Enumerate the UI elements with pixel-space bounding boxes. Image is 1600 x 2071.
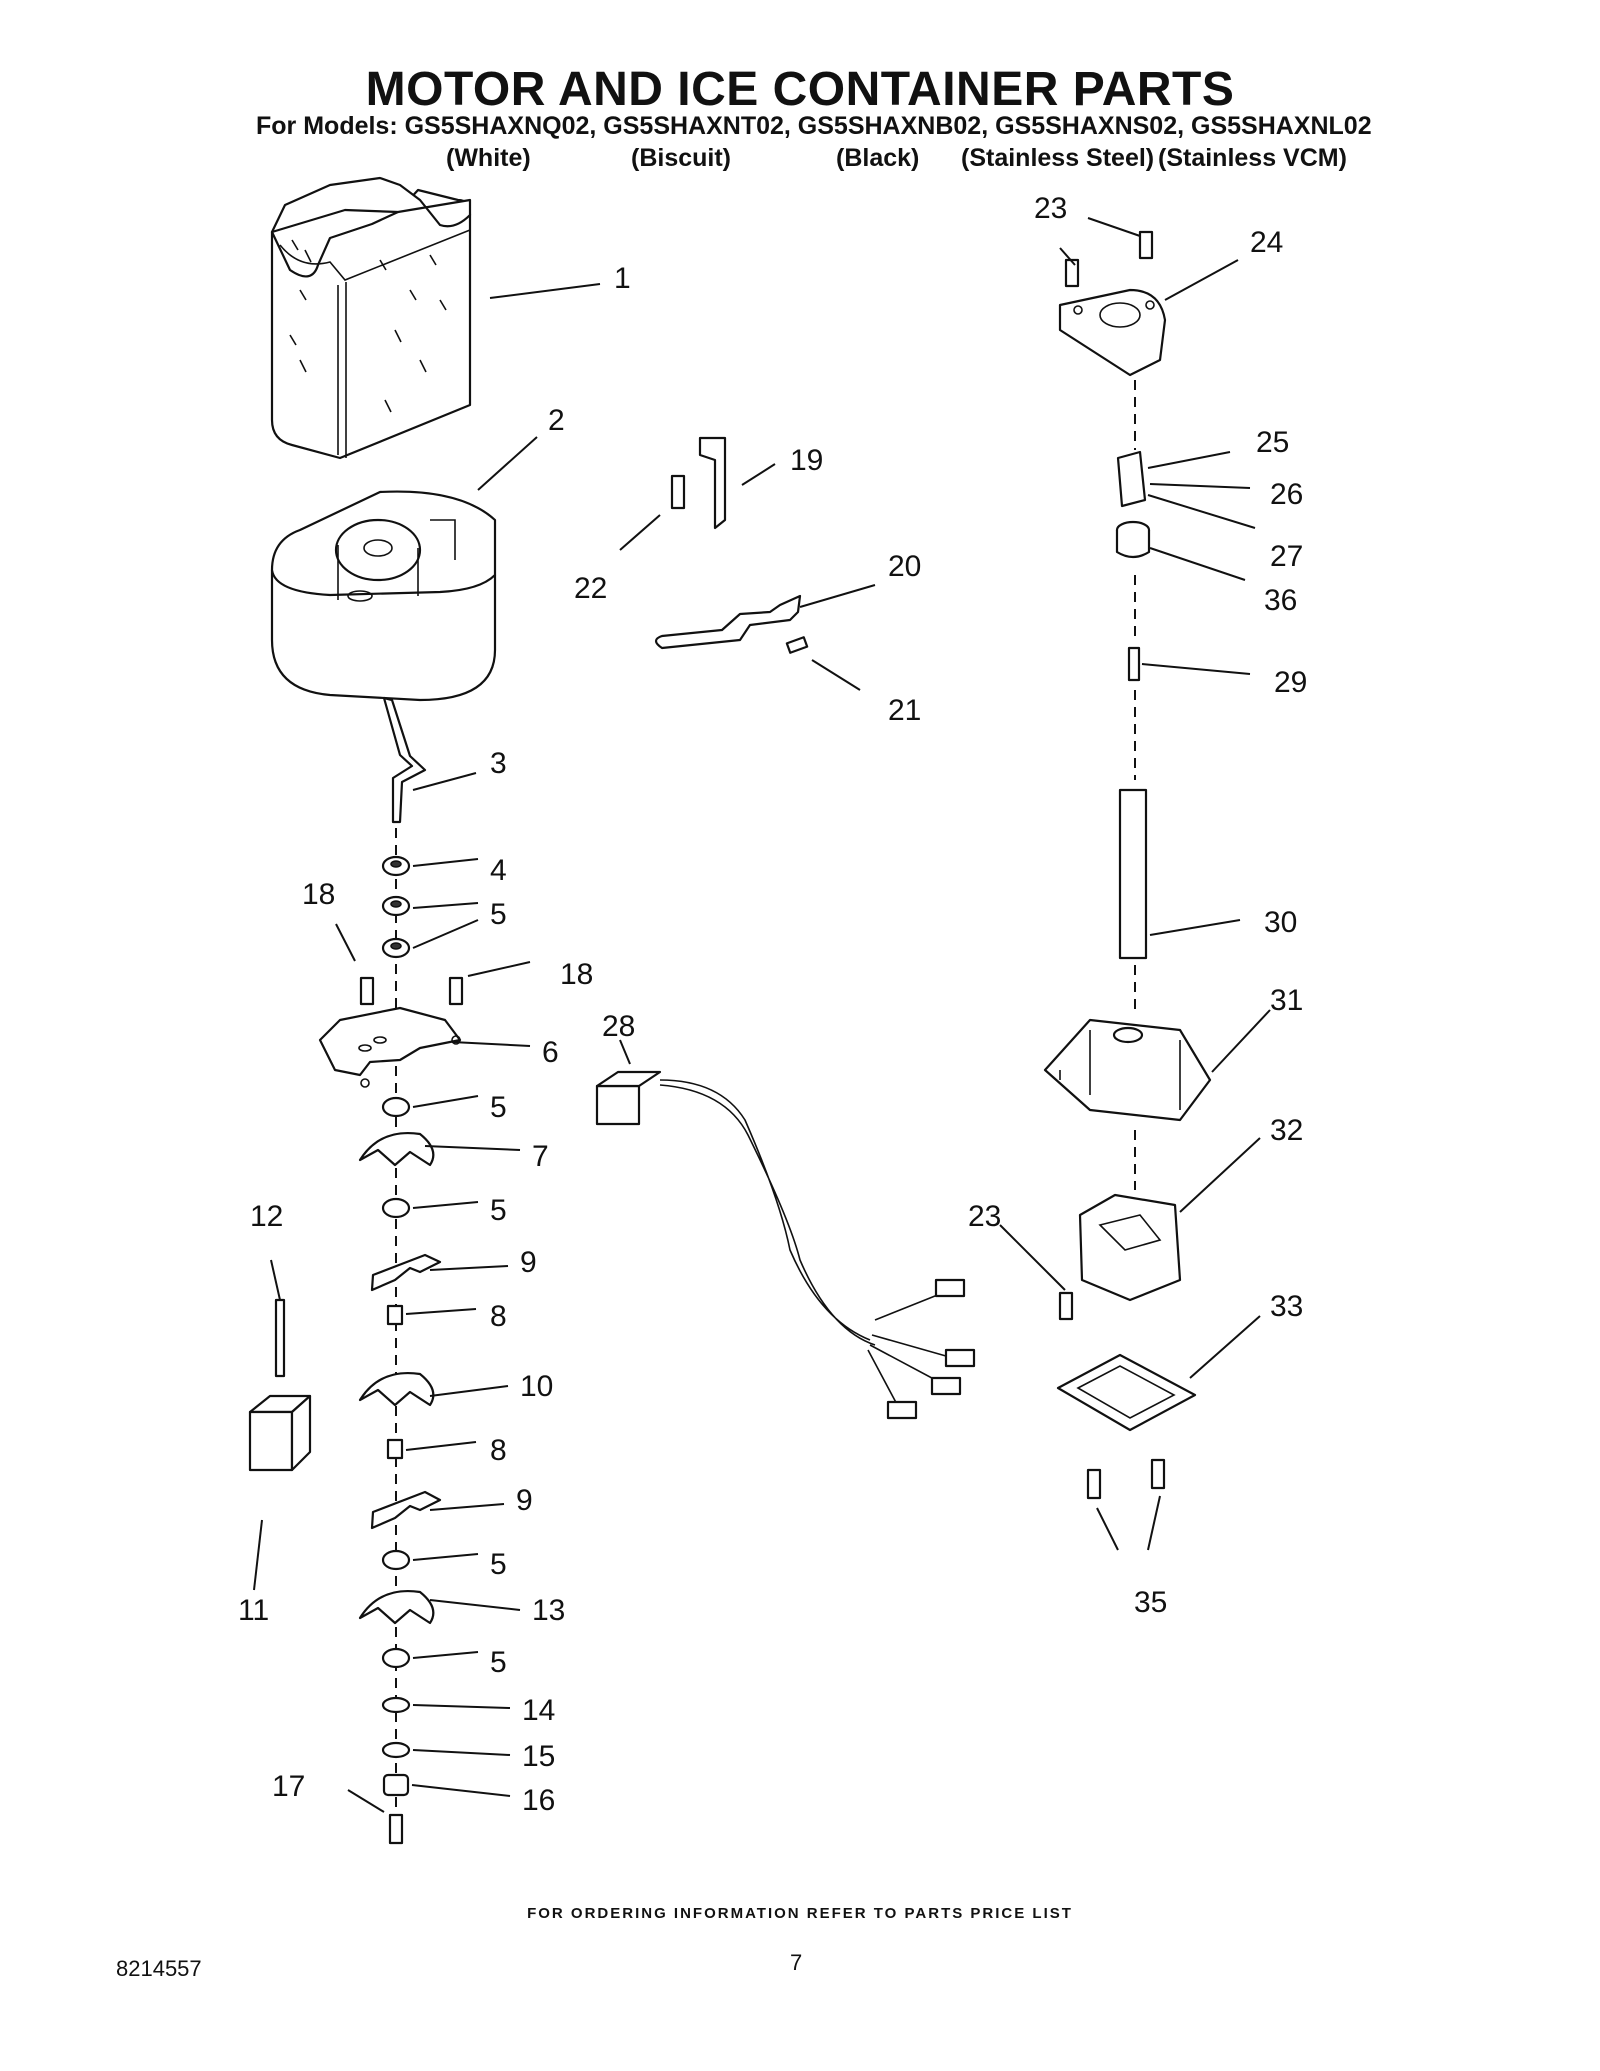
callout-2: 2 bbox=[548, 404, 565, 437]
callout-5: 5 bbox=[490, 1194, 507, 1227]
color-stainless-steel: (Stainless Steel) bbox=[961, 144, 1155, 172]
callout-19: 19 bbox=[790, 444, 823, 477]
callout-14: 14 bbox=[522, 1694, 555, 1727]
callout-27: 27 bbox=[1270, 540, 1303, 573]
callout-35: 35 bbox=[1134, 1586, 1167, 1619]
callout-18: 18 bbox=[302, 878, 335, 911]
callout-9: 9 bbox=[520, 1246, 537, 1279]
document-number: 8214557 bbox=[116, 1956, 202, 1981]
ordering-note: FOR ORDERING INFORMATION REFER TO PARTS … bbox=[527, 1905, 1073, 1922]
color-biscuit: (Biscuit) bbox=[631, 144, 731, 172]
page-title: MOTOR AND ICE CONTAINER PARTS bbox=[365, 63, 1235, 116]
callout-21: 21 bbox=[888, 694, 921, 727]
callout-36: 36 bbox=[1264, 584, 1297, 617]
part-auger-housing bbox=[270, 490, 497, 702]
callout-31: 31 bbox=[1270, 984, 1303, 1017]
callout-22: 22 bbox=[574, 572, 607, 605]
callout-24: 24 bbox=[1250, 226, 1283, 259]
callout-15: 15 bbox=[522, 1740, 555, 1773]
callout-23: 23 bbox=[968, 1200, 1001, 1233]
callout-5: 5 bbox=[490, 1548, 507, 1581]
callout-17: 17 bbox=[272, 1770, 305, 1803]
part-switch-and-pin bbox=[248, 1298, 312, 1472]
part-motor-group bbox=[1043, 1018, 1212, 1500]
part-ice-container bbox=[270, 176, 472, 460]
part-drive-group bbox=[1058, 230, 1167, 1010]
callout-29: 29 bbox=[1274, 666, 1307, 699]
callout-25: 25 bbox=[1256, 426, 1289, 459]
part-auger-rod bbox=[382, 696, 427, 1810]
callout-20: 20 bbox=[888, 550, 921, 583]
models-line: For Models: GS5SHAXNQ02, GS5SHAXNT02, GS… bbox=[256, 112, 1372, 140]
callout-numbers: 1 2 3 4 5 5 5 5 5 5 5 6 7 8 8 9 9 10 11 … bbox=[238, 192, 1307, 1817]
callout-13: 13 bbox=[532, 1594, 565, 1627]
callout-5: 5 bbox=[490, 898, 507, 931]
callout-5: 5 bbox=[490, 1091, 507, 1124]
page-number: 7 bbox=[790, 1950, 803, 1975]
callout-16: 16 bbox=[522, 1784, 555, 1817]
callout-18: 18 bbox=[560, 958, 593, 991]
callout-5: 5 bbox=[490, 1646, 507, 1679]
callout-23: 23 bbox=[1034, 192, 1067, 225]
color-black: (Black) bbox=[836, 144, 920, 172]
part-bracket-group bbox=[654, 436, 809, 654]
callout-11: 11 bbox=[238, 1594, 269, 1627]
callout-28: 28 bbox=[602, 1010, 635, 1043]
callout-3: 3 bbox=[490, 747, 507, 780]
callout-6: 6 bbox=[542, 1036, 559, 1069]
part-wire-harness bbox=[595, 1070, 976, 1420]
color-stainless-vcm: (Stainless VCM) bbox=[1158, 144, 1347, 172]
callout-7: 7 bbox=[532, 1140, 549, 1173]
callout-12: 12 bbox=[250, 1200, 283, 1233]
callout-33: 33 bbox=[1270, 1290, 1303, 1323]
callout-10: 10 bbox=[520, 1370, 553, 1403]
callout-9: 9 bbox=[516, 1484, 533, 1517]
callout-26: 26 bbox=[1270, 478, 1303, 511]
callout-8: 8 bbox=[490, 1300, 507, 1333]
leader-lines bbox=[253, 217, 1271, 1813]
callout-8: 8 bbox=[490, 1434, 507, 1467]
callout-1: 1 bbox=[614, 262, 631, 295]
color-white: (White) bbox=[446, 144, 531, 172]
callout-4: 4 bbox=[490, 854, 507, 887]
callout-30: 30 bbox=[1264, 906, 1297, 939]
part-stack bbox=[318, 855, 464, 1845]
callout-32: 32 bbox=[1270, 1114, 1303, 1147]
